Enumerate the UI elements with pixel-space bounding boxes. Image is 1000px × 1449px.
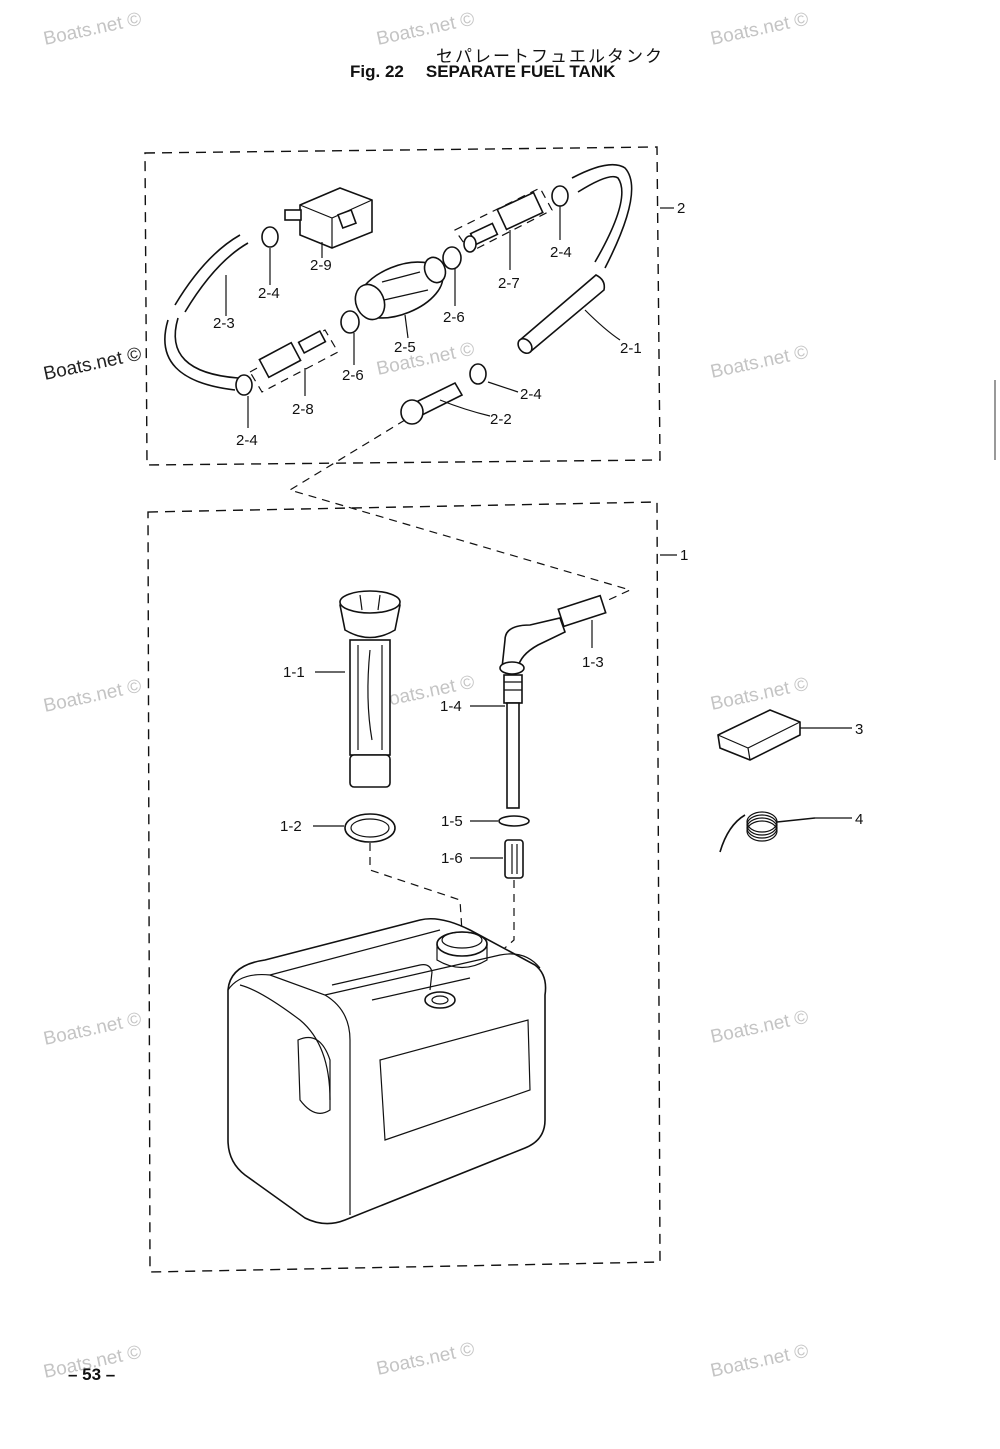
hose-2-3-upper (184, 242, 249, 313)
connection-line (288, 419, 632, 603)
leader-2-1 (584, 309, 621, 341)
callout-2-1: 2-1 (620, 340, 642, 357)
connector-lock-button (337, 209, 357, 229)
callout-1-5: 1-5 (441, 813, 463, 830)
hose-2-3-upper (174, 234, 241, 306)
elbow-fitting (501, 617, 566, 669)
figure-title: Fig. 22 SEPARATE FUEL TANK (350, 62, 615, 82)
watermark: Boats.net © (375, 1339, 477, 1380)
fuel-tank-pad-3: 3 (717, 709, 863, 761)
hose-2-1-upper (571, 163, 633, 269)
clamp-2-6 (442, 246, 462, 270)
watermark: Boats.net © (375, 9, 477, 50)
fuel-tank (227, 917, 547, 1225)
callout-2: 2 (677, 200, 685, 217)
fuel-hose-assembly-group: 2 2-3 2-4 2-9 2-5 2-6 2-6 (144, 146, 685, 466)
callout-1: 1 (680, 547, 688, 564)
callout-2-4-mid-right: 2-4 (520, 386, 542, 403)
hose-2-3-lower (164, 319, 236, 391)
leader-2-2 (439, 399, 491, 417)
fitting-1-3 (557, 594, 607, 628)
connector-nipple (284, 209, 302, 221)
callout-2-6-lower: 2-6 (342, 367, 364, 384)
watermark: Boats.net © (709, 1341, 811, 1382)
hose-2-3-lower (174, 317, 239, 379)
filter-1-6 (504, 839, 524, 879)
tank-outlet-port (424, 991, 456, 1009)
hose-2-1-upper (577, 175, 623, 263)
group-1-dashed-box (147, 501, 661, 1273)
callout-1-1: 1-1 (283, 664, 305, 681)
callout-2-4-upper-left: 2-4 (258, 285, 280, 302)
suction-pipe-1-4 (506, 702, 520, 809)
watermark: Boats.net © (42, 676, 144, 717)
title-japanese: セパレートフュエルタンク (436, 47, 664, 66)
callout-2-8: 2-8 (292, 401, 314, 418)
watermark: Boats.net © (709, 674, 811, 715)
watermark: Boats.net © (375, 339, 477, 380)
figure-number: Fig. 22 (350, 62, 404, 81)
callout-2-3: 2-3 (213, 315, 235, 332)
callout-3: 3 (855, 721, 863, 738)
check-valve-2-8 (258, 341, 302, 379)
watermark: Boats.net © (709, 342, 811, 383)
callout-4: 4 (855, 811, 863, 828)
callout-2-4-lower-left: 2-4 (236, 432, 258, 449)
group-2-dashed-box (144, 146, 661, 466)
callout-2-5: 2-5 (394, 339, 416, 356)
fuel-connector-2-9 (299, 187, 373, 249)
watermark: Boats.net © (709, 9, 811, 50)
clamp-2-6 (340, 310, 360, 334)
tank-body (227, 917, 547, 1225)
watermark: Boats.net © (42, 344, 144, 385)
callout-1-4: 1-4 (440, 698, 462, 715)
spring-clip-4: 4 (719, 811, 863, 853)
callout-2-2: 2-2 (490, 411, 512, 428)
figure-title-text: SEPARATE FUEL TANK (425, 62, 616, 81)
callout-2-6-upper: 2-6 (443, 309, 465, 326)
o-ring-1-5 (498, 815, 530, 827)
clamp-2-4 (235, 374, 253, 396)
clamp-2-4 (469, 363, 487, 385)
watermark: Boats.net © (709, 1007, 811, 1048)
check-valve-2-7 (496, 191, 544, 231)
callout-2-9: 2-9 (310, 257, 332, 274)
fuel-tank-assembly-group: 1 1-1 1-2 1-3 1-4 1-5 (147, 501, 688, 1273)
leader-2-5 (404, 314, 409, 339)
clamp-2-4 (551, 185, 569, 207)
watermark: Boats.net © (42, 9, 144, 50)
leader-2-4 (487, 381, 519, 393)
hose-2-1 (519, 274, 606, 353)
fuel-gauge-1-1 (349, 639, 391, 756)
callout-1-6: 1-6 (441, 850, 463, 867)
callout-2-7: 2-7 (498, 275, 520, 292)
callout-1-2: 1-2 (280, 818, 302, 835)
page-number: – 53 – (68, 1365, 116, 1384)
clamp-2-4 (261, 226, 279, 248)
watermark: Boats.net © (42, 1009, 144, 1050)
callout-2-4-upper-right: 2-4 (550, 244, 572, 261)
callout-1-3: 1-3 (582, 654, 604, 671)
o-ring-1-2 (344, 813, 396, 843)
